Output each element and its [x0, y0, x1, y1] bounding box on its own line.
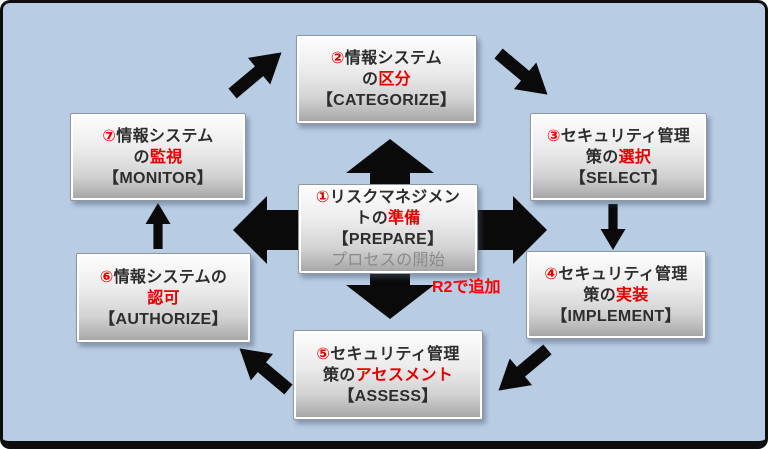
arrow-categorize-to-select-icon	[494, 48, 548, 95]
arrow-assess-to-authorize-icon	[239, 348, 293, 395]
cross-arrow-up-icon	[346, 139, 434, 189]
cross-arrow-left-icon	[233, 196, 299, 264]
box-step1-prepare: ①リスクマネジメントの準備【PREPARE】プロセスの開始	[298, 184, 478, 274]
box-text-line: 【PREPARE】	[332, 231, 444, 248]
box-text-line: ⑦情報システム	[102, 127, 214, 145]
r2-added-annotation: R2で追加	[432, 279, 501, 296]
box-text-line: 【ASSESS】	[338, 387, 438, 405]
arrow-authorize-to-monitor-icon	[145, 203, 171, 249]
box-text-line: 【SELECT】	[569, 169, 668, 187]
box-text-line: ②情報システム	[330, 50, 443, 67]
box-step6-authorize: ⑥情報システムの認可【AUTHORIZE】	[76, 253, 251, 343]
box-text-line: 策の選択	[585, 148, 652, 166]
box-text-line: 【CATEGORIZE】	[316, 92, 457, 109]
box-text-line: トの準備	[355, 210, 421, 227]
box-text-line: ⑤セキュリティ管理	[316, 345, 460, 363]
box-text-line: 【AUTHORIZE】	[99, 310, 228, 328]
box-text-line: 【IMPLEMENT】	[551, 307, 681, 325]
box-text-line: の区分	[362, 71, 411, 88]
cross-arrow-down-icon	[346, 271, 434, 319]
box-text-line: の監視	[133, 148, 183, 166]
box-text-line: プロセスの開始	[330, 252, 446, 269]
arrow-monitor-to-categorize-icon	[228, 52, 282, 99]
box-text-line: ⑥情報システムの	[99, 268, 228, 286]
arrow-implement-to-assess-icon	[498, 344, 552, 391]
box-text-line: ③セキュリティ管理	[546, 127, 691, 145]
box-text-line: 策の実装	[583, 286, 649, 304]
cross-arrow-right-icon	[477, 196, 547, 264]
box-text-line: 認可	[147, 289, 180, 307]
box-text-line: ①リスクマネジメン	[315, 189, 461, 206]
box-step5-assess: ⑤セキュリティ管理策のアセスメント【ASSESS】	[293, 330, 483, 420]
box-step2-categorize: ②情報システムの区分【CATEGORIZE】	[296, 35, 477, 124]
box-text-line: ④セキュリティ管理	[544, 265, 688, 283]
box-text-line: 【MONITOR】	[103, 169, 213, 187]
arrow-select-to-implement-icon	[600, 204, 626, 250]
box-step7-monitor: ⑦情報システムの監視【MONITOR】	[70, 113, 246, 201]
box-step4-implement: ④セキュリティ管理策の実装【IMPLEMENT】	[526, 251, 706, 339]
box-step3-select: ③セキュリティ管理策の選択【SELECT】	[530, 113, 707, 201]
box-text-line: 策のアセスメント	[322, 366, 454, 384]
